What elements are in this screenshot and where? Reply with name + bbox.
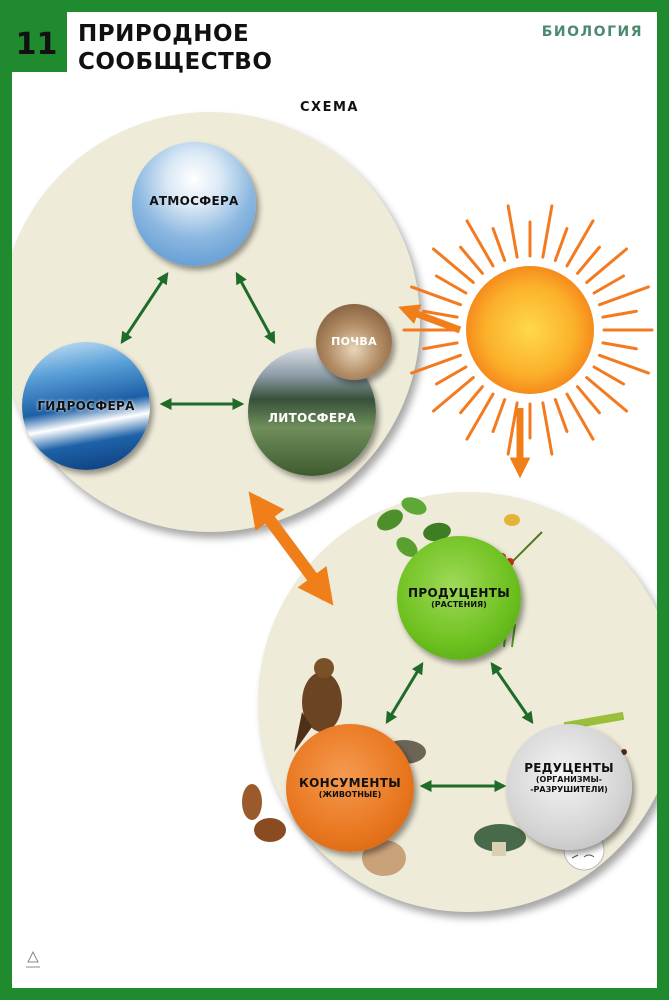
sun-ray	[603, 343, 636, 349]
sun-ray	[424, 343, 457, 349]
sun-ray	[412, 355, 461, 373]
mushroom-icon	[474, 824, 526, 856]
abiotic-biotic-arrow	[255, 500, 327, 597]
atm-lit-arrow	[237, 274, 274, 342]
squirrel-icon	[242, 784, 286, 842]
hydrosphere-label: ГИДРОСФЕРА	[37, 399, 134, 413]
reducers-note-1: (ОРГАНИЗМЫ-	[524, 775, 614, 785]
soil-label: ПОЧВА	[331, 335, 377, 349]
sun-ray	[461, 247, 483, 273]
prod-red-arrow	[492, 664, 532, 722]
consumers-note: (ЖИВОТНЫЕ)	[299, 790, 401, 800]
sun-ray	[555, 400, 567, 432]
sun-ray	[461, 387, 483, 413]
consumers-label: КОНСУМЕНТЫ (ЖИВОТНЫЕ)	[299, 776, 401, 800]
sun-ray	[600, 287, 649, 305]
node-soil: ПОЧВА	[316, 304, 392, 380]
sun-ray	[508, 206, 517, 257]
node-hydrosphere: ГИДРОСФЕРА	[22, 342, 150, 470]
sun-ray	[493, 400, 505, 432]
node-producers: ПРОДУЦЕНТЫ (РАСТЕНИЯ)	[397, 536, 521, 660]
producers-title: ПРОДУЦЕНТЫ	[408, 586, 510, 600]
atm-hyd-arrow	[122, 274, 167, 342]
atmosphere-label: АТМОСФЕРА	[149, 194, 238, 208]
reducers-title: РЕДУЦЕНТЫ	[524, 761, 614, 775]
sun-ray	[594, 276, 623, 293]
sun-icon	[466, 266, 594, 394]
publisher-logo	[26, 952, 40, 967]
node-consumers: КОНСУМЕНТЫ (ЖИВОТНЫЕ)	[286, 724, 414, 852]
sun-ray	[493, 229, 505, 261]
sun-ray	[578, 247, 600, 273]
producers-label: ПРОДУЦЕНТЫ (РАСТЕНИЯ)	[408, 586, 510, 610]
sun-ray	[603, 311, 636, 317]
producers-note: (РАСТЕНИЯ)	[408, 600, 510, 610]
sun-ray	[436, 367, 465, 384]
consumers-title: КОНСУМЕНТЫ	[299, 776, 401, 790]
lithosphere-label: ЛИТОСФЕРА	[268, 411, 356, 425]
node-atmosphere: АТМОСФЕРА	[132, 142, 256, 266]
sun-ray	[543, 403, 552, 454]
sun-ray	[578, 387, 600, 413]
sun-ray	[436, 276, 465, 293]
sun-ray	[594, 367, 623, 384]
sun-ray	[555, 229, 567, 261]
sun-ray	[543, 206, 552, 257]
sun-ray	[600, 355, 649, 373]
prod-cons-arrow	[387, 664, 422, 722]
reducers-note-2: -РАЗРУШИТЕЛИ)	[524, 785, 614, 795]
sun-ray	[412, 287, 461, 305]
reducers-label: РЕДУЦЕНТЫ (ОРГАНИЗМЫ- -РАЗРУШИТЕЛИ)	[524, 761, 614, 795]
poster-sheet: 11 ПРИРОДНОЕ СООБЩЕСТВО БИОЛОГИЯ СХЕМА	[12, 12, 657, 988]
node-reducers: РЕДУЦЕНТЫ (ОРГАНИЗМЫ- -РАЗРУШИТЕЛИ)	[506, 724, 632, 850]
sun-ray	[508, 403, 517, 454]
